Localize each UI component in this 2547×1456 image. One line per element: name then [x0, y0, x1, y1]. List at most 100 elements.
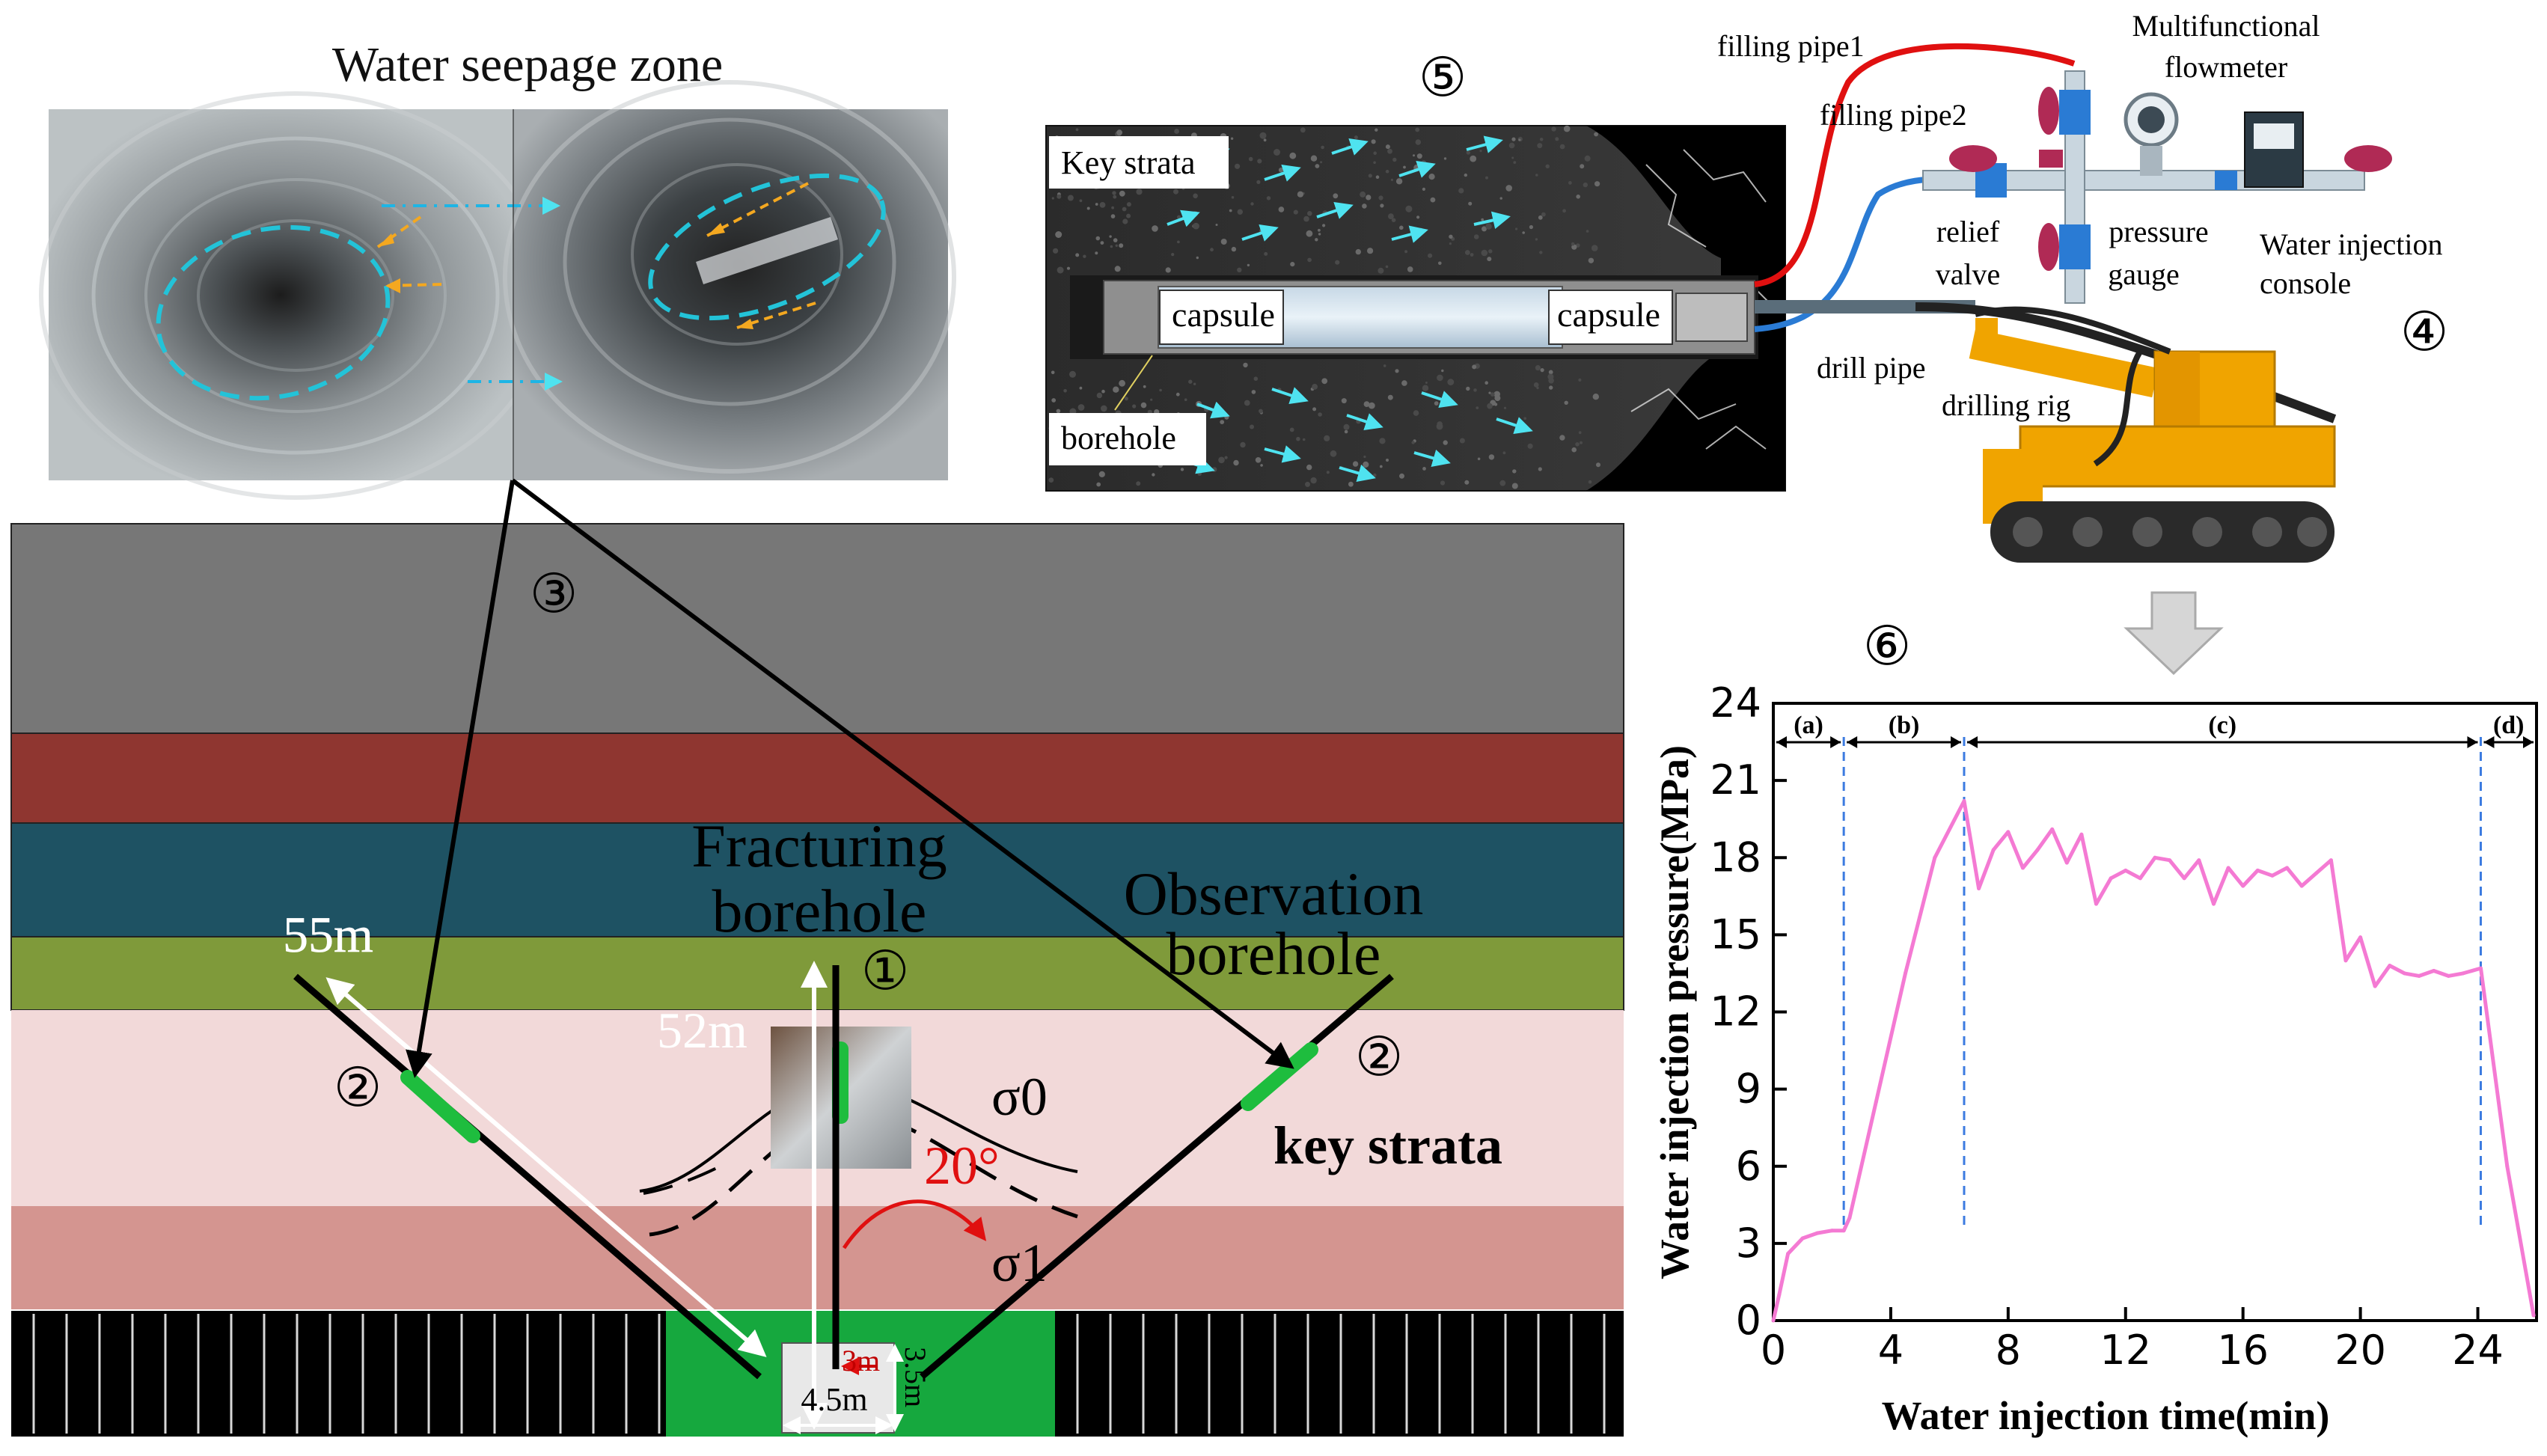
- pressure-gauge-label: pressure: [2109, 215, 2208, 248]
- pressure-point: [2241, 884, 2245, 888]
- photo-left: [39, 91, 552, 500]
- y-tick-label: 0: [1736, 1297, 1761, 1344]
- y-tick-label: 15: [1710, 911, 1761, 958]
- pressure-point: [2329, 858, 2333, 863]
- pressure-point: [1933, 855, 1937, 860]
- pressure-point: [1847, 1216, 1852, 1220]
- seepage-ellipse-left: [156, 224, 391, 401]
- marker-4: ④: [2400, 300, 2449, 363]
- pressure-point: [2094, 902, 2098, 906]
- fracturing-label: Fracturing: [691, 812, 947, 880]
- pressure-point: [2226, 866, 2230, 870]
- borehole-schematic: ⑤ capsule capsule Key strata borehole: [1045, 46, 1786, 492]
- marker-6: ⑥: [1863, 614, 1912, 677]
- pressure-point: [2505, 1164, 2510, 1169]
- pressure-gauge-label-2: gauge: [2108, 257, 2180, 291]
- offset-label: 3m: [842, 1344, 880, 1377]
- filling-pipe1: [1754, 43, 2076, 287]
- filling-pipe1-label: filling pipe1: [1717, 29, 1865, 63]
- flowmeter-label: Multifunctional: [2132, 9, 2320, 43]
- pressure-point: [2153, 855, 2157, 860]
- stratum-6: [11, 1206, 1624, 1309]
- x-tick-label: 0: [1761, 1327, 1786, 1374]
- pressure-point: [2403, 971, 2406, 976]
- seepage-title: Water seepage zone: [332, 37, 723, 92]
- pressure-point: [1777, 1293, 1782, 1297]
- observation-label-2: borehole: [1167, 920, 1381, 988]
- sigma0-label: σ0: [991, 1067, 1048, 1127]
- key-strata-small-label: Key strata: [1061, 144, 1196, 181]
- pressure-point: [2358, 935, 2363, 940]
- x-axis-title: Water injection time(min): [1882, 1393, 2330, 1438]
- marker-1: ①: [861, 939, 910, 1002]
- pressure-point: [2446, 973, 2450, 978]
- relief-valve-label-2: valve: [1936, 257, 2001, 291]
- capsule-right-label: capsule: [1557, 296, 1660, 334]
- drill-pipe-label: drill pipe: [1817, 351, 1926, 385]
- pressure-point: [2050, 827, 2055, 831]
- marker-5: ⑤: [1419, 46, 1467, 108]
- pressure-point: [2064, 860, 2069, 865]
- console-label-2: console: [2260, 266, 2351, 300]
- flowmeter-label-2: flowmeter: [2165, 50, 2287, 84]
- stage-label: (d): [2493, 712, 2525, 739]
- pressure-point: [1962, 799, 1966, 804]
- x-tick-label: 20: [2335, 1327, 2386, 1374]
- pressure-point: [2035, 848, 2040, 852]
- pressure-point: [2021, 866, 2025, 870]
- pressure-point: [2255, 868, 2260, 872]
- pressure-point: [2314, 871, 2319, 875]
- stratum-1: [10, 523, 1624, 734]
- pressure-point: [1830, 1229, 1834, 1233]
- pressure-point: [2168, 858, 2172, 863]
- stratum-4: [10, 936, 1624, 1011]
- drilling-rig: [1969, 306, 2336, 563]
- fracturing-label-2: borehole: [712, 877, 927, 945]
- stratum-2: [10, 732, 1624, 824]
- capsule-left-label: capsule: [1172, 296, 1275, 334]
- pressure-point: [1904, 971, 1907, 976]
- y-tick-label: 3: [1736, 1220, 1761, 1267]
- pressure-point: [2270, 873, 2275, 878]
- capsule-right: [1548, 290, 1673, 345]
- marker-3: ③: [530, 562, 578, 625]
- length-52m: 52m: [657, 1002, 747, 1059]
- pressure-point: [1841, 1229, 1846, 1233]
- stratum-3: [10, 822, 1624, 937]
- sigma1-label: σ1: [991, 1233, 1048, 1293]
- relief-valve-label: relief: [1936, 215, 2000, 248]
- pressure-point: [1874, 1100, 1878, 1104]
- key-strata-label: key strata: [1274, 1116, 1502, 1175]
- seepage-ellipse-right: [648, 173, 886, 321]
- pressure-point: [2285, 866, 2289, 870]
- roadway-height-label: 3.5m: [899, 1347, 932, 1407]
- pressure-point: [2299, 884, 2304, 888]
- pressure-point: [1786, 1252, 1791, 1256]
- pressure-point: [2343, 958, 2348, 963]
- chart-frame: [1772, 702, 2538, 1322]
- pressure-point: [2531, 1313, 2536, 1318]
- x-tick-label: 4: [1878, 1327, 1904, 1374]
- y-tick-label: 24: [1710, 679, 1761, 727]
- pressure-point: [2479, 966, 2483, 970]
- capsule-left: [1159, 290, 1284, 345]
- pressure-point: [2373, 984, 2377, 988]
- pressure-point: [1815, 1231, 1820, 1235]
- pressure-point: [2109, 876, 2113, 881]
- y-tick-label: 6: [1736, 1143, 1761, 1190]
- y-tick-label: 21: [1710, 756, 1761, 804]
- equipment-panel: ④: [1717, 9, 2449, 676]
- stage-label: (c): [2208, 712, 2236, 739]
- angle-label: 20°: [924, 1136, 1000, 1196]
- pressure-point: [2461, 971, 2465, 976]
- pressure-point: [2388, 964, 2392, 968]
- pressure-point: [2138, 876, 2142, 881]
- pressure-point: [1991, 848, 1996, 852]
- pressure-point: [2432, 969, 2436, 973]
- x-tick-label: 12: [2100, 1327, 2151, 1374]
- pressure-point: [2006, 830, 2011, 834]
- pressure-point: [1800, 1236, 1805, 1241]
- x-tick-label: 24: [2452, 1327, 2504, 1374]
- strata-section: Fracturing borehole Observation borehole…: [10, 478, 1624, 1437]
